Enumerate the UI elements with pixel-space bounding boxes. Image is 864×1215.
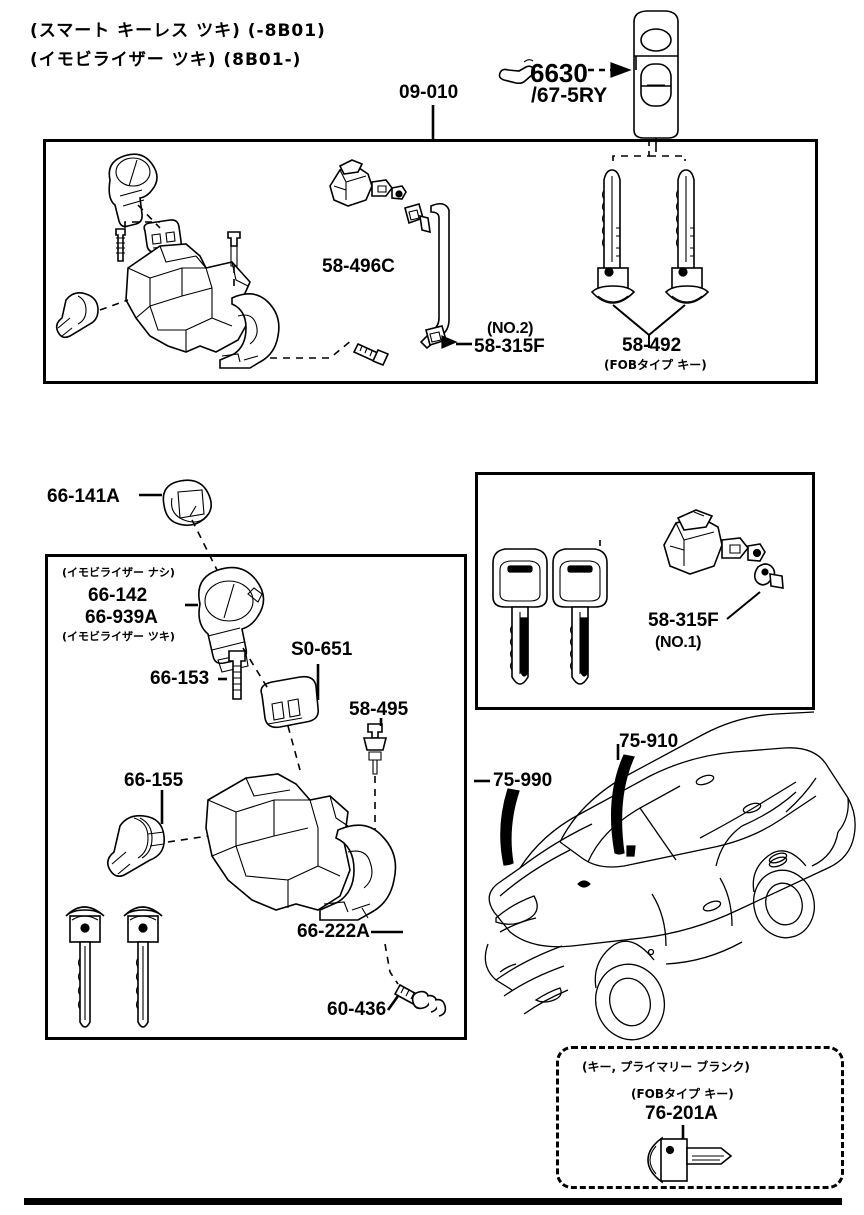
bolt-part-left <box>115 228 126 262</box>
lock-pin-part <box>227 231 241 267</box>
label-66-153: 66-153 <box>150 668 210 689</box>
steering-lock-body <box>205 773 351 911</box>
fob-part-number: 6630 <box>530 58 588 88</box>
label-66-142: 66-142 <box>88 585 148 606</box>
label-66-155: 66-155 <box>124 770 184 791</box>
car-body-outline <box>484 711 856 1041</box>
fob-part-suffix: /67-5RY <box>531 84 608 107</box>
label-58-496C: 58-496C <box>322 256 395 277</box>
label-75-990: 75-990 <box>493 770 553 791</box>
screw-part-top-box <box>352 342 390 367</box>
grommet-S0-651 <box>260 675 320 729</box>
label-58-492-note: (FOBタイプ キー) <box>604 358 707 372</box>
cylinder-cap-66-155 <box>106 814 166 878</box>
label-76-201A: 76-201A <box>645 1103 718 1124</box>
key-cylinder-tip <box>55 292 99 339</box>
immobilizer-ring-66-141A <box>162 479 212 527</box>
hand-pointer-icon <box>498 59 536 85</box>
lock-cover-66-222A <box>319 824 397 921</box>
ignition-switch-no1 <box>599 509 766 575</box>
top-assembly-box <box>43 139 818 384</box>
blank-key-box <box>556 1046 844 1189</box>
label-58-492: 58-492 <box>622 335 682 356</box>
terminal-58-315F-no1 <box>726 563 784 620</box>
bolt-66-153 <box>228 650 246 700</box>
label-75-910: 75-910 <box>619 731 679 752</box>
header-line-1: (スマート キーレス ツキ) (-8B01) <box>30 21 326 41</box>
harness-58-496C <box>419 202 450 350</box>
label-66-222A: 66-222A <box>297 921 370 942</box>
steering-lock-cover <box>219 293 280 369</box>
label-S0-651: S0-651 <box>291 639 353 660</box>
blank-key-box-title: (キー, プライマリー ブランク) <box>582 1060 750 1074</box>
label-58-315F-no2-note: (NO.2) <box>487 320 534 337</box>
immobilizer-coil-66-142 <box>198 566 265 673</box>
fob-key-blade-left <box>590 169 636 304</box>
label-66-939A-note: (イモビライザー ツキ) <box>62 630 175 643</box>
blank-key-box-subtitle: (FOBタイプ キー) <box>631 1087 734 1101</box>
label-66-142-note: (イモビライザー ナシ) <box>62 566 175 579</box>
label-58-315F-no2: 58-315F <box>474 336 545 357</box>
smart-key-fob <box>633 10 679 152</box>
steering-lock-assembly-box <box>45 554 467 1040</box>
screw-60-436 <box>393 983 447 1017</box>
header-line-2: (イモビライザー ツキ) (8B01-) <box>30 50 302 70</box>
primary-key-box <box>475 472 815 710</box>
blank-key-76-201A <box>647 1136 733 1184</box>
label-58-315F-no1-note: (NO.1) <box>655 634 702 651</box>
fob-key-blade-right <box>664 169 710 304</box>
label-60-436: 60-436 <box>327 999 387 1020</box>
key-blank-right <box>123 906 163 1028</box>
pin-58-495 <box>362 723 388 775</box>
primary-key-right <box>552 548 608 685</box>
label-66-141A: 66-141A <box>47 486 120 507</box>
key-blank-left <box>65 906 105 1028</box>
callout-09-010: 09-010 <box>399 82 459 103</box>
label-58-495: 58-495 <box>349 699 409 720</box>
label-58-315F-no1: 58-315F <box>648 610 719 631</box>
ignition-switch-assembly <box>329 159 407 207</box>
bottom-divider <box>24 1198 842 1205</box>
terminal-58-315F-no2 <box>425 325 458 349</box>
primary-key-left <box>492 548 548 685</box>
ignition-lock-housing <box>125 243 251 353</box>
label-66-939A: 66-939A <box>85 607 158 628</box>
immobilizer-coil-part <box>108 153 158 228</box>
connector-58-315F-no2 <box>404 203 431 234</box>
